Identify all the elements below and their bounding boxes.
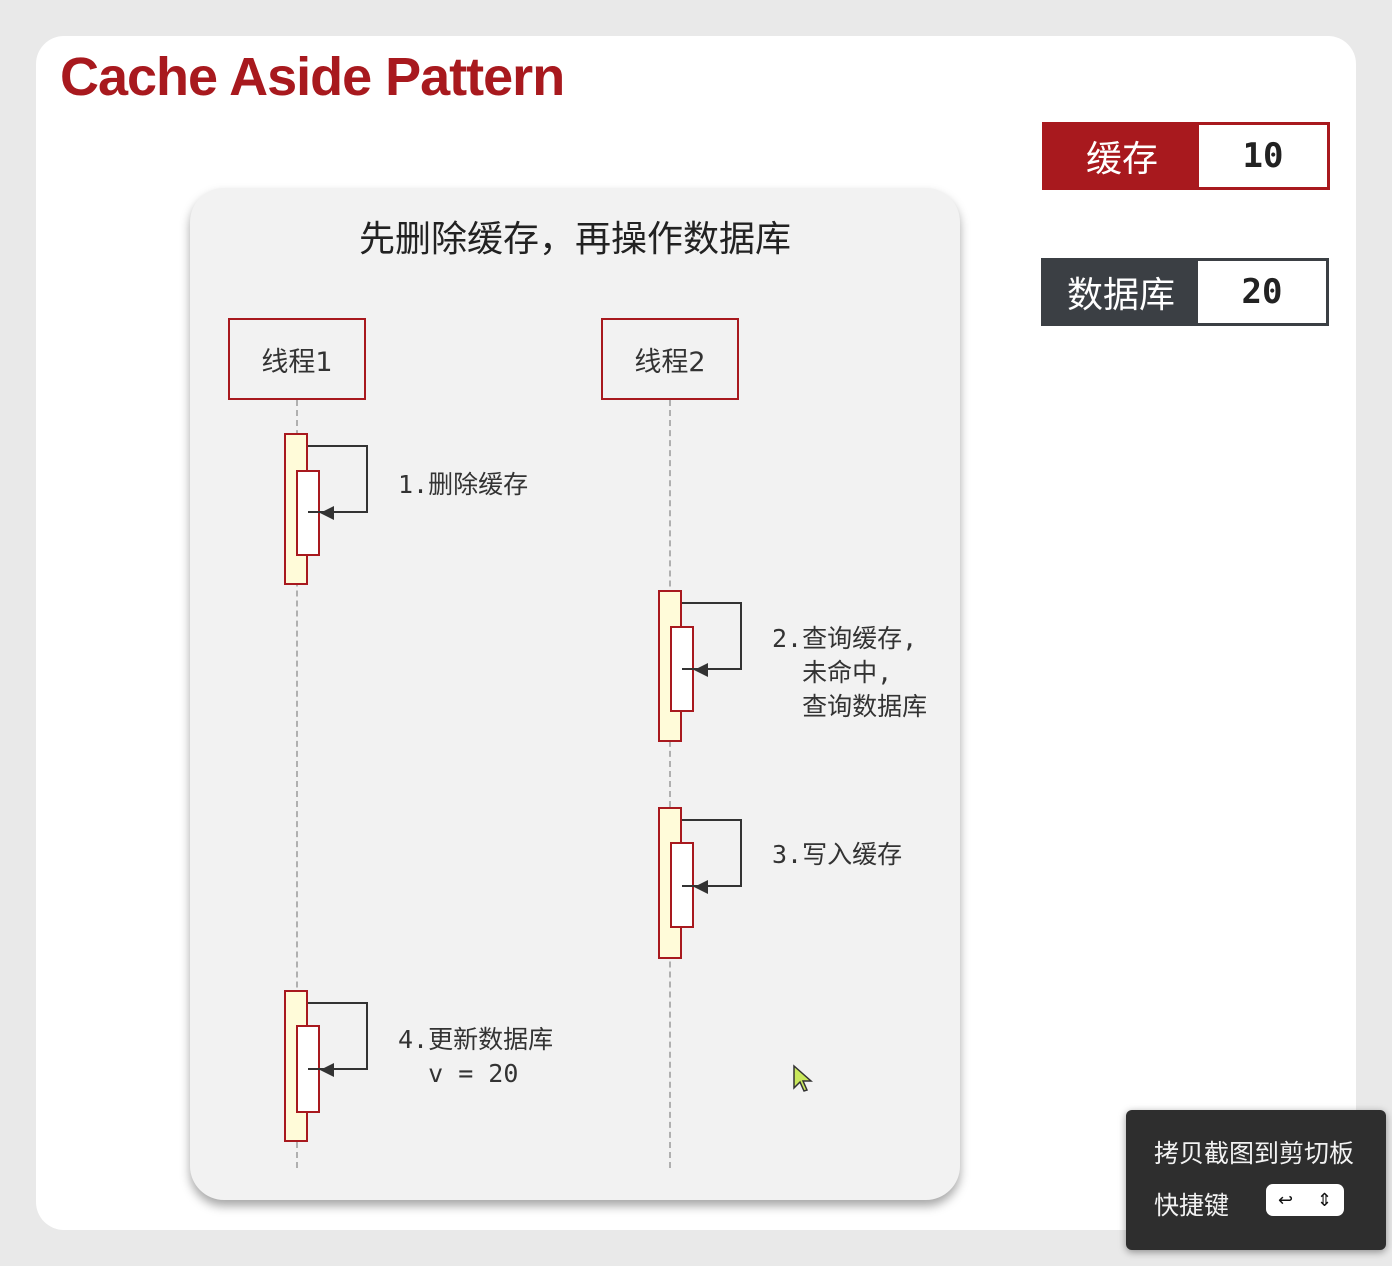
thread-1-label: 线程1: [261, 346, 333, 378]
thread-2-lifeline: [669, 400, 671, 1168]
database-label: 数据库: [1044, 261, 1198, 323]
cache-state-box: 缓存 10: [1042, 122, 1330, 190]
shortcut-key-select[interactable]: ↩ ⇕: [1266, 1184, 1344, 1216]
slide: Cache Aside Pattern 缓存 10 数据库 20 先删除缓存，再…: [36, 36, 1356, 1230]
arrowhead-step-3: [694, 880, 708, 894]
thread-2-box: 线程2: [601, 318, 739, 400]
thread-1-box: 线程1: [228, 318, 366, 400]
database-state-box: 数据库 20: [1041, 258, 1329, 326]
return-icon: ↩: [1277, 1189, 1294, 1211]
thread-1-lifeline: [296, 400, 298, 1168]
screenshot-copied-toast: 拷贝截图到剪切板 快捷键 ↩ ⇕: [1126, 1110, 1386, 1250]
arrowhead-step-1: [320, 506, 334, 520]
step-2-text: 2.查询缓存, 未命中, 查询数据库: [772, 624, 928, 721]
mouse-cursor-icon: [793, 1064, 813, 1092]
step-3-text: 3.写入缓存: [772, 840, 903, 869]
self-message-step-3: [682, 819, 742, 887]
database-value: 20: [1198, 261, 1326, 323]
toast-shortcut-label: 快捷键: [1154, 1191, 1230, 1220]
self-message-step-2: [682, 602, 742, 670]
diagram-title: 先删除缓存，再操作数据库: [358, 219, 791, 260]
thread-2-label: 线程2: [634, 346, 706, 378]
cache-value: 10: [1199, 125, 1327, 187]
self-message-step-4: [308, 1002, 368, 1070]
arrowhead-step-2: [694, 663, 708, 677]
up-down-chevron-icon: ⇕: [1316, 1189, 1333, 1211]
sequence-diagram-panel: 先删除缓存，再操作数据库 线程1 线程2 1.删除缓存 2.查询缓存, 未命中,…: [190, 188, 960, 1200]
page-title: Cache Aside Pattern: [60, 47, 565, 107]
step-1-text: 1.删除缓存: [398, 470, 529, 499]
toast-title: 拷贝截图到剪切板: [1154, 1139, 1355, 1168]
cache-label: 缓存: [1045, 125, 1199, 187]
self-message-step-1: [308, 445, 368, 513]
activation-bar-step-1-inner: [296, 470, 320, 556]
step-4-text: 4.更新数据库 v = 20: [398, 1025, 554, 1088]
arrowhead-step-4: [320, 1063, 334, 1077]
